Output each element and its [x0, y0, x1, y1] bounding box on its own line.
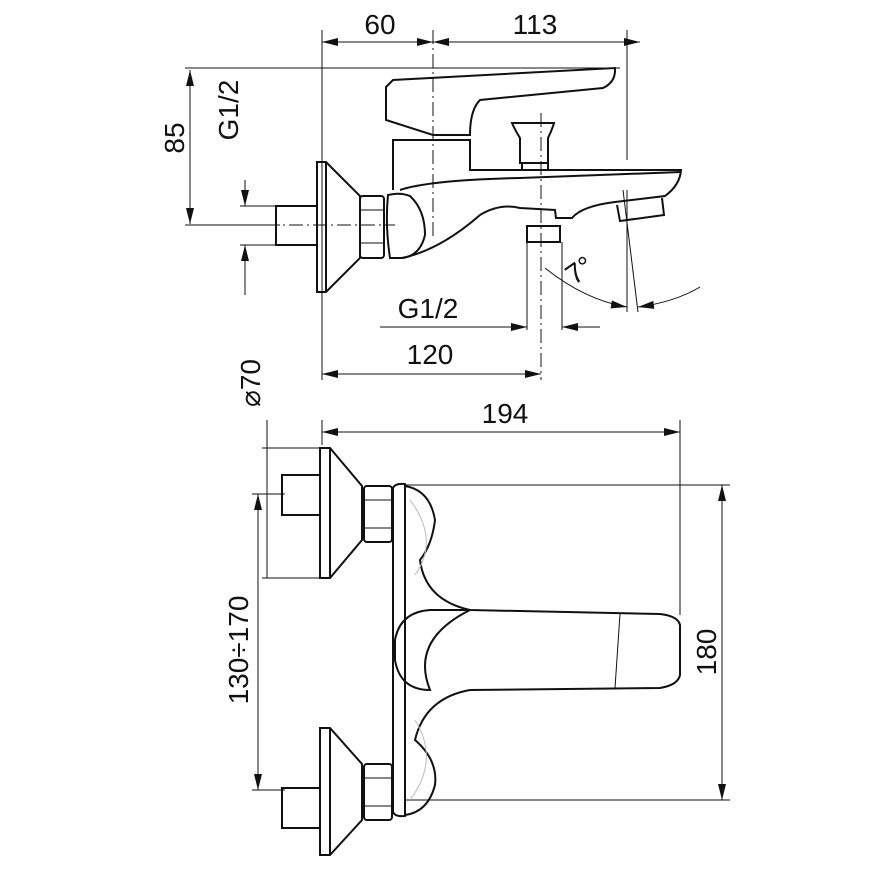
inlet-thread-label: G1/2 [213, 80, 244, 141]
dim-180-label: 180 [691, 629, 722, 676]
dim-60-label: 60 [364, 9, 395, 40]
spacing-label: 130÷170 [223, 596, 254, 705]
dim-85-label: 85 [159, 122, 190, 153]
side-view: 60 113 85 G1/2 G1/2 [159, 9, 701, 380]
angle-label: 7° [560, 250, 600, 291]
dim-194-label: 194 [482, 398, 529, 429]
dim-113-label: 113 [513, 9, 558, 40]
dim-120-label: 120 [407, 339, 454, 370]
flange-diameter-label: ⌀70 [235, 359, 266, 407]
top-view: 194 ⌀70 130÷170 180 [223, 359, 730, 856]
outlet-thread-label: G1/2 [398, 293, 459, 324]
